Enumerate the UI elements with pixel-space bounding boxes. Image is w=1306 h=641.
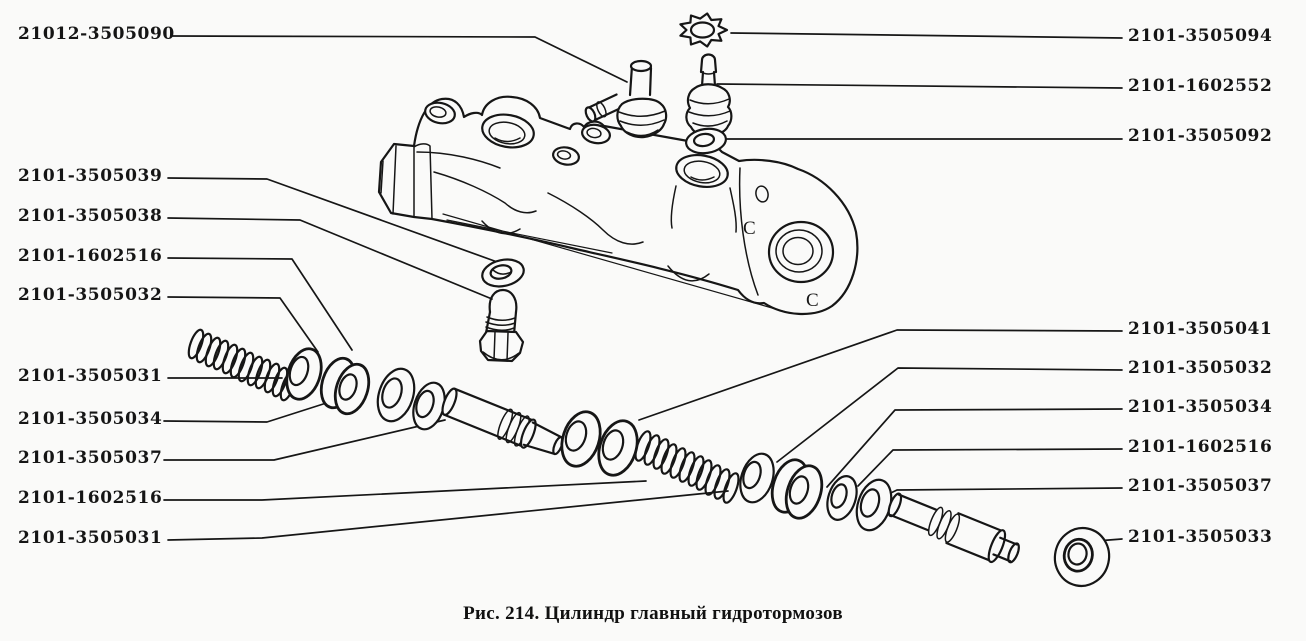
flange-mark-c-top: C <box>743 218 756 239</box>
leader-support-washer-right <box>877 487 1123 500</box>
part-label: 2101-3505031 <box>18 366 163 386</box>
piston-primary <box>441 387 564 456</box>
part-label: 2101-1602516 <box>1128 437 1273 457</box>
bleeder-valve <box>685 53 733 138</box>
part-label: 2101-1602516 <box>18 246 163 266</box>
reservoir-port-front <box>481 113 535 149</box>
leader-seal-ring-left2 <box>163 480 647 501</box>
piston-secondary <box>887 492 1020 564</box>
flange-mark-c-bottom: C <box>806 290 819 311</box>
part-label: 2101-3505092 <box>1128 126 1273 146</box>
part-label: 2101-3505041 <box>1128 319 1273 339</box>
stop-bolt <box>478 288 525 363</box>
part-label: 2101-1602516 <box>18 488 163 508</box>
spring-seat-washer-e <box>560 410 602 468</box>
part-label: 2101-3505032 <box>18 285 163 305</box>
leader-stop-bolt <box>167 217 493 300</box>
leader-stop-bolt-washer <box>167 177 501 264</box>
leader-seal-right <box>826 408 1123 488</box>
leader-seal-left <box>163 397 343 423</box>
union-elbow-fitting <box>584 59 668 139</box>
part-label: 2101-3505033 <box>1128 527 1273 547</box>
star-lock-washer <box>679 12 729 48</box>
leader-return-spring-mid <box>167 490 729 541</box>
bottom-lug-right <box>667 265 710 282</box>
mounting-flange: C C <box>738 167 835 311</box>
leader-support-washer-left <box>163 419 446 461</box>
small-port-hole <box>552 146 580 166</box>
leader-union-elbow-fitting <box>171 35 628 83</box>
master-cylinder-body: C C <box>377 95 859 316</box>
plug-rim <box>413 143 433 220</box>
part-label: 2101-3505094 <box>1128 26 1273 46</box>
bleeder-washer <box>685 127 727 155</box>
part-label: 2101-3505037 <box>18 448 163 468</box>
part-label: 2101-3505039 <box>18 166 163 186</box>
bottom-lug-left <box>481 220 521 235</box>
ring-i <box>826 475 858 521</box>
mounting-ear-hole-mid <box>581 123 611 145</box>
part-label: 21012-3505090 <box>18 24 175 44</box>
part-label: 2101-3505034 <box>1128 397 1273 417</box>
return-spring-mid <box>634 430 740 504</box>
ring-g <box>739 452 775 504</box>
leader-bleeder-valve <box>716 83 1123 89</box>
reservoir-port-rear <box>675 153 729 189</box>
leader-seal-cup-right <box>776 367 1123 463</box>
stop-bolt-washer <box>481 258 525 288</box>
part-label: 2101-3505038 <box>18 206 163 226</box>
leader-seal-cup-left <box>167 296 319 353</box>
part-label: 2101-3505031 <box>18 528 163 548</box>
part-label: 2101-3505037 <box>1128 476 1273 496</box>
leader-seal-ring-right <box>857 448 1123 487</box>
leader-seal-ring-left <box>167 257 353 351</box>
leader-spring-seat-washer <box>638 329 1123 421</box>
part-label: 2101-1602552 <box>1128 76 1273 96</box>
figure-caption: Рис. 214. Цилиндр главный гидротормозов <box>463 603 843 624</box>
leader-lines <box>163 32 1123 542</box>
seal-cup-a <box>285 347 323 401</box>
leader-star-lock-washer <box>730 32 1123 39</box>
seal-cups-h <box>770 458 824 520</box>
mounting-ear-hole-left <box>424 101 456 125</box>
part-label: 2101-3505032 <box>1128 358 1273 378</box>
return-spring-left <box>187 328 297 402</box>
part-label: 2101-3505034 <box>18 409 163 429</box>
hex-plug-facets <box>380 145 397 215</box>
end-seal-boot <box>1053 526 1111 588</box>
washer-c <box>376 367 416 423</box>
seal-b <box>319 356 371 416</box>
